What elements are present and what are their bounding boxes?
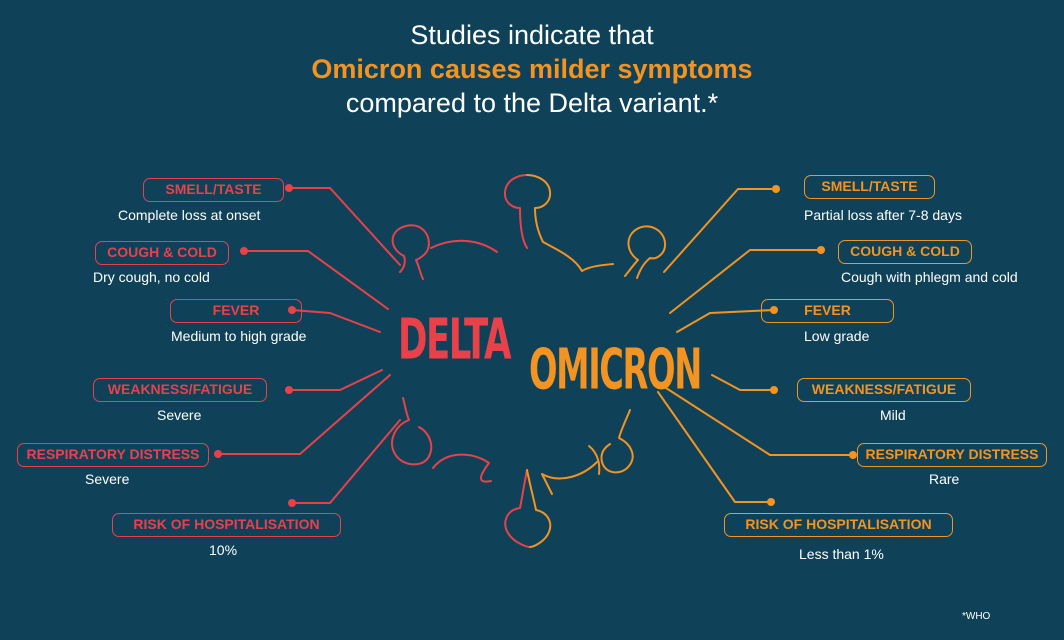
omicron-smell-taste-desc: Partial loss after 7-8 days — [804, 207, 962, 223]
title-line-3: compared to the Delta variant.* — [345, 88, 719, 118]
omicron-respiratory-desc: Rare — [929, 471, 960, 487]
delta-fever-desc: Medium to high grade — [171, 328, 307, 344]
delta-respiratory-tag: RESPIRATORY DISTRESS — [17, 443, 209, 467]
delta-cough-cold-desc: Dry cough, no cold — [93, 269, 210, 285]
omicron-fever-desc: Low grade — [804, 328, 870, 344]
delta-smell-taste-tag: SMELL/TASTE — [143, 178, 284, 202]
delta-virus-outline — [391, 174, 531, 548]
title-highlight: Omicron causes milder symptoms — [311, 54, 753, 84]
omicron-weakness-tag: WEAKNESS/FATIGUE — [797, 378, 971, 402]
delta-weakness-desc: Severe — [157, 407, 202, 423]
delta-weakness-tag: WEAKNESS/FATIGUE — [93, 378, 267, 402]
delta-connectors — [217, 187, 401, 504]
delta-dots — [214, 184, 296, 507]
delta-smell-taste-desc: Complete loss at onset — [118, 207, 261, 223]
omicron-hospitalisation-tag: RISK OF HOSPITALISATION — [724, 513, 953, 537]
delta-label: DELTA — [398, 307, 512, 373]
delta-hospitalisation-tag: RISK OF HOSPITALISATION — [112, 513, 341, 537]
omicron-virus-outline — [526, 174, 667, 548]
omicron-fever-tag: FEVER — [761, 299, 894, 323]
footnote: *WHO — [962, 611, 991, 622]
delta-hospitalisation-desc: 10% — [209, 542, 238, 558]
delta-respiratory-desc: Severe — [85, 471, 130, 487]
omicron-smell-taste-tag: SMELL/TASTE — [804, 175, 935, 199]
omicron-connectors — [657, 188, 854, 503]
delta-cough-cold-tag: COUGH & COLD — [95, 241, 229, 265]
omicron-cough-cold-tag: COUGH & COLD — [838, 240, 972, 264]
omicron-cough-cold-desc: Cough with phlegm and cold — [841, 269, 1018, 285]
title-line-1: Studies indicate that — [410, 20, 654, 50]
delta-fever-tag: FEVER — [170, 299, 302, 323]
omicron-dots — [767, 185, 857, 506]
omicron-label: OMICRON — [529, 337, 702, 403]
omicron-hospitalisation-desc: Less than 1% — [799, 546, 884, 562]
omicron-weakness-desc: Mild — [880, 407, 906, 423]
omicron-respiratory-tag: RESPIRATORY DISTRESS — [857, 443, 1047, 467]
